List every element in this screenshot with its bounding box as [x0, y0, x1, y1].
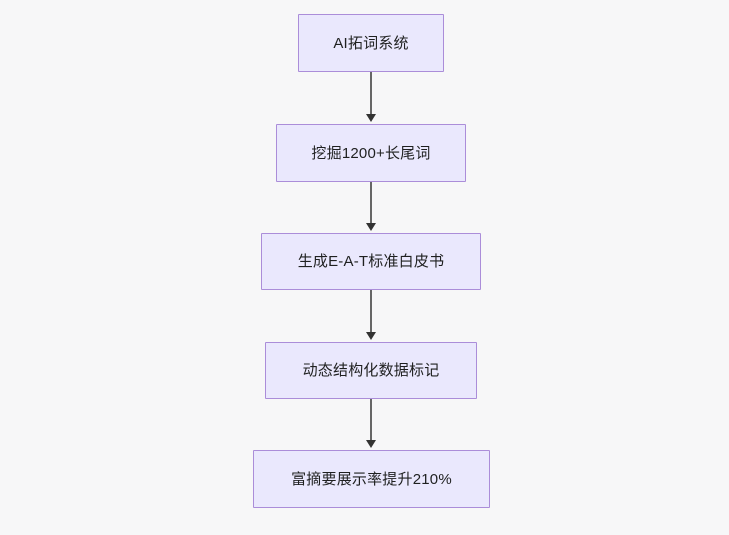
flowchart-node-label: AI拓词系统 — [333, 34, 409, 52]
arrowhead-n4-n5 — [366, 440, 376, 448]
flowchart-node-label: 挖掘1200+长尾词 — [311, 144, 431, 162]
flowchart-node-label: 动态结构化数据标记 — [302, 362, 440, 379]
flowchart-node-eat-whitepaper[interactable]: 生成E-A-T标准白皮书 — [261, 233, 481, 290]
connector-n2-n3 — [370, 182, 372, 225]
arrowhead-n1-n2 — [366, 114, 376, 122]
connector-n4-n5 — [370, 399, 372, 442]
flowchart-node-label: 生成E-A-T标准白皮书 — [297, 253, 445, 270]
connector-n3-n4 — [370, 290, 372, 334]
flowchart-node-rich-snippet-result[interactable]: 富摘要展示率提升210% — [253, 450, 490, 508]
flowchart-node-longtail-mining[interactable]: 挖掘1200+长尾词 — [276, 124, 466, 182]
arrowhead-n3-n4 — [366, 332, 376, 340]
arrowhead-n2-n3 — [366, 223, 376, 231]
flowchart-node-ai-keyword-system[interactable]: AI拓词系统 — [298, 14, 444, 72]
flowchart-node-structured-data-markup[interactable]: 动态结构化数据标记 — [265, 342, 477, 399]
flowchart-node-label: 富摘要展示率提升210% — [291, 470, 452, 488]
connector-n1-n2 — [370, 72, 372, 116]
